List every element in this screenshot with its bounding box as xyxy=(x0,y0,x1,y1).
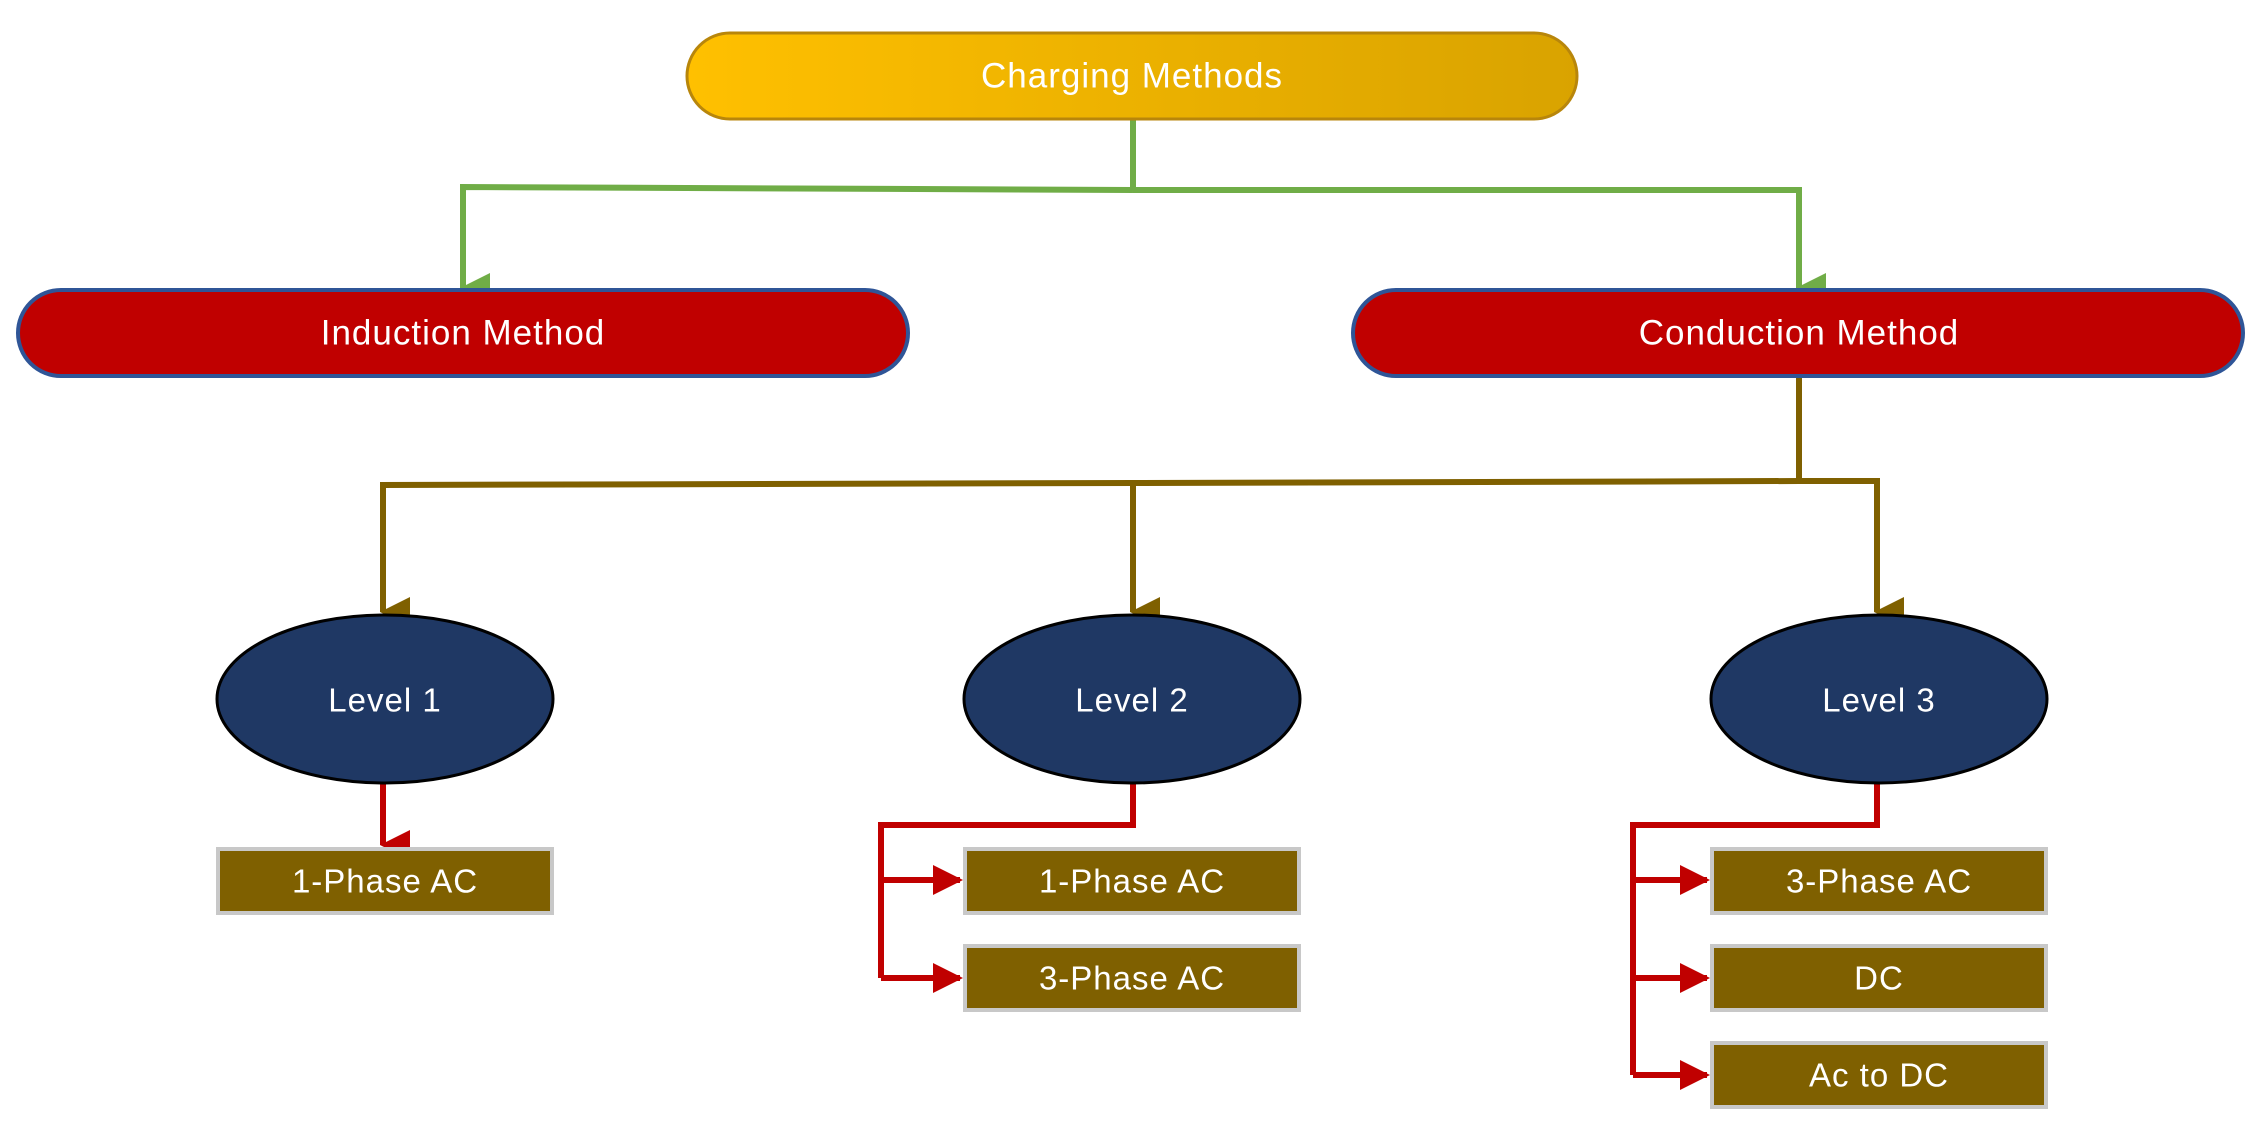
item-label: 1-Phase AC xyxy=(1039,863,1225,900)
item-box xyxy=(1710,1041,2048,1109)
conduction-method-shape xyxy=(1351,288,2245,378)
level-2-item: 3-Phase AC xyxy=(963,944,1301,1012)
item-label: 3-Phase AC xyxy=(1039,960,1225,997)
connector-root-to-induction xyxy=(460,183,1134,303)
connector-root-to-conduction xyxy=(1133,187,1826,303)
level-2-node: Level 2 xyxy=(962,613,1302,785)
induction-method-node: Induction Method xyxy=(16,288,910,378)
level-2-item: 1-Phase AC xyxy=(963,847,1301,915)
level-3-items: 3-Phase AC DC Ac to DC xyxy=(1710,847,2048,1109)
induction-method-shape xyxy=(16,288,910,378)
level-1-node: Level 1 xyxy=(215,613,555,785)
item-label: Ac to DC xyxy=(1809,1057,1949,1094)
level-3-shape xyxy=(1709,613,2049,785)
level-1-items: 1-Phase AC xyxy=(216,847,554,915)
level-1-item: 1-Phase AC xyxy=(216,847,554,915)
level-1-label: Level 1 xyxy=(328,682,441,719)
root-node: Charging Methods xyxy=(685,31,1579,121)
item-box xyxy=(1710,847,2048,915)
level-3-item: Ac to DC xyxy=(1710,1041,2048,1109)
item-box xyxy=(963,944,1301,1012)
connector-level-2-trunk xyxy=(878,782,1136,978)
connector-to-level-3 xyxy=(1799,478,1904,627)
item-box xyxy=(963,847,1301,915)
level-3-label: Level 3 xyxy=(1822,682,1935,719)
level-connectors xyxy=(380,782,1880,1090)
root-node-label: Charging Methods xyxy=(981,57,1283,96)
level-2-shape xyxy=(962,613,1302,785)
item-box xyxy=(1710,944,2048,1012)
conduction-connectors xyxy=(380,374,1904,627)
level-2-label: Level 2 xyxy=(1075,682,1188,719)
root-connectors xyxy=(460,117,1826,303)
item-label: 1-Phase AC xyxy=(292,863,478,900)
induction-method-label: Induction Method xyxy=(321,314,606,353)
item-label: 3-Phase AC xyxy=(1786,863,1972,900)
connector-to-level-1 xyxy=(380,478,1800,627)
level-3-item: 3-Phase AC xyxy=(1710,847,2048,915)
item-label: DC xyxy=(1854,960,1904,997)
conduction-method-node: Conduction Method xyxy=(1351,288,2245,378)
conduction-method-label: Conduction Method xyxy=(1639,314,1960,353)
root-node-shape xyxy=(685,31,1579,121)
connector-level-3-trunk xyxy=(1630,782,1880,1075)
level-3-node: Level 3 xyxy=(1709,613,2049,785)
level-1-shape xyxy=(215,613,555,785)
item-box xyxy=(216,847,554,915)
level-3-item: DC xyxy=(1710,944,2048,1012)
level-2-items: 1-Phase AC 3-Phase AC xyxy=(963,847,1301,1012)
